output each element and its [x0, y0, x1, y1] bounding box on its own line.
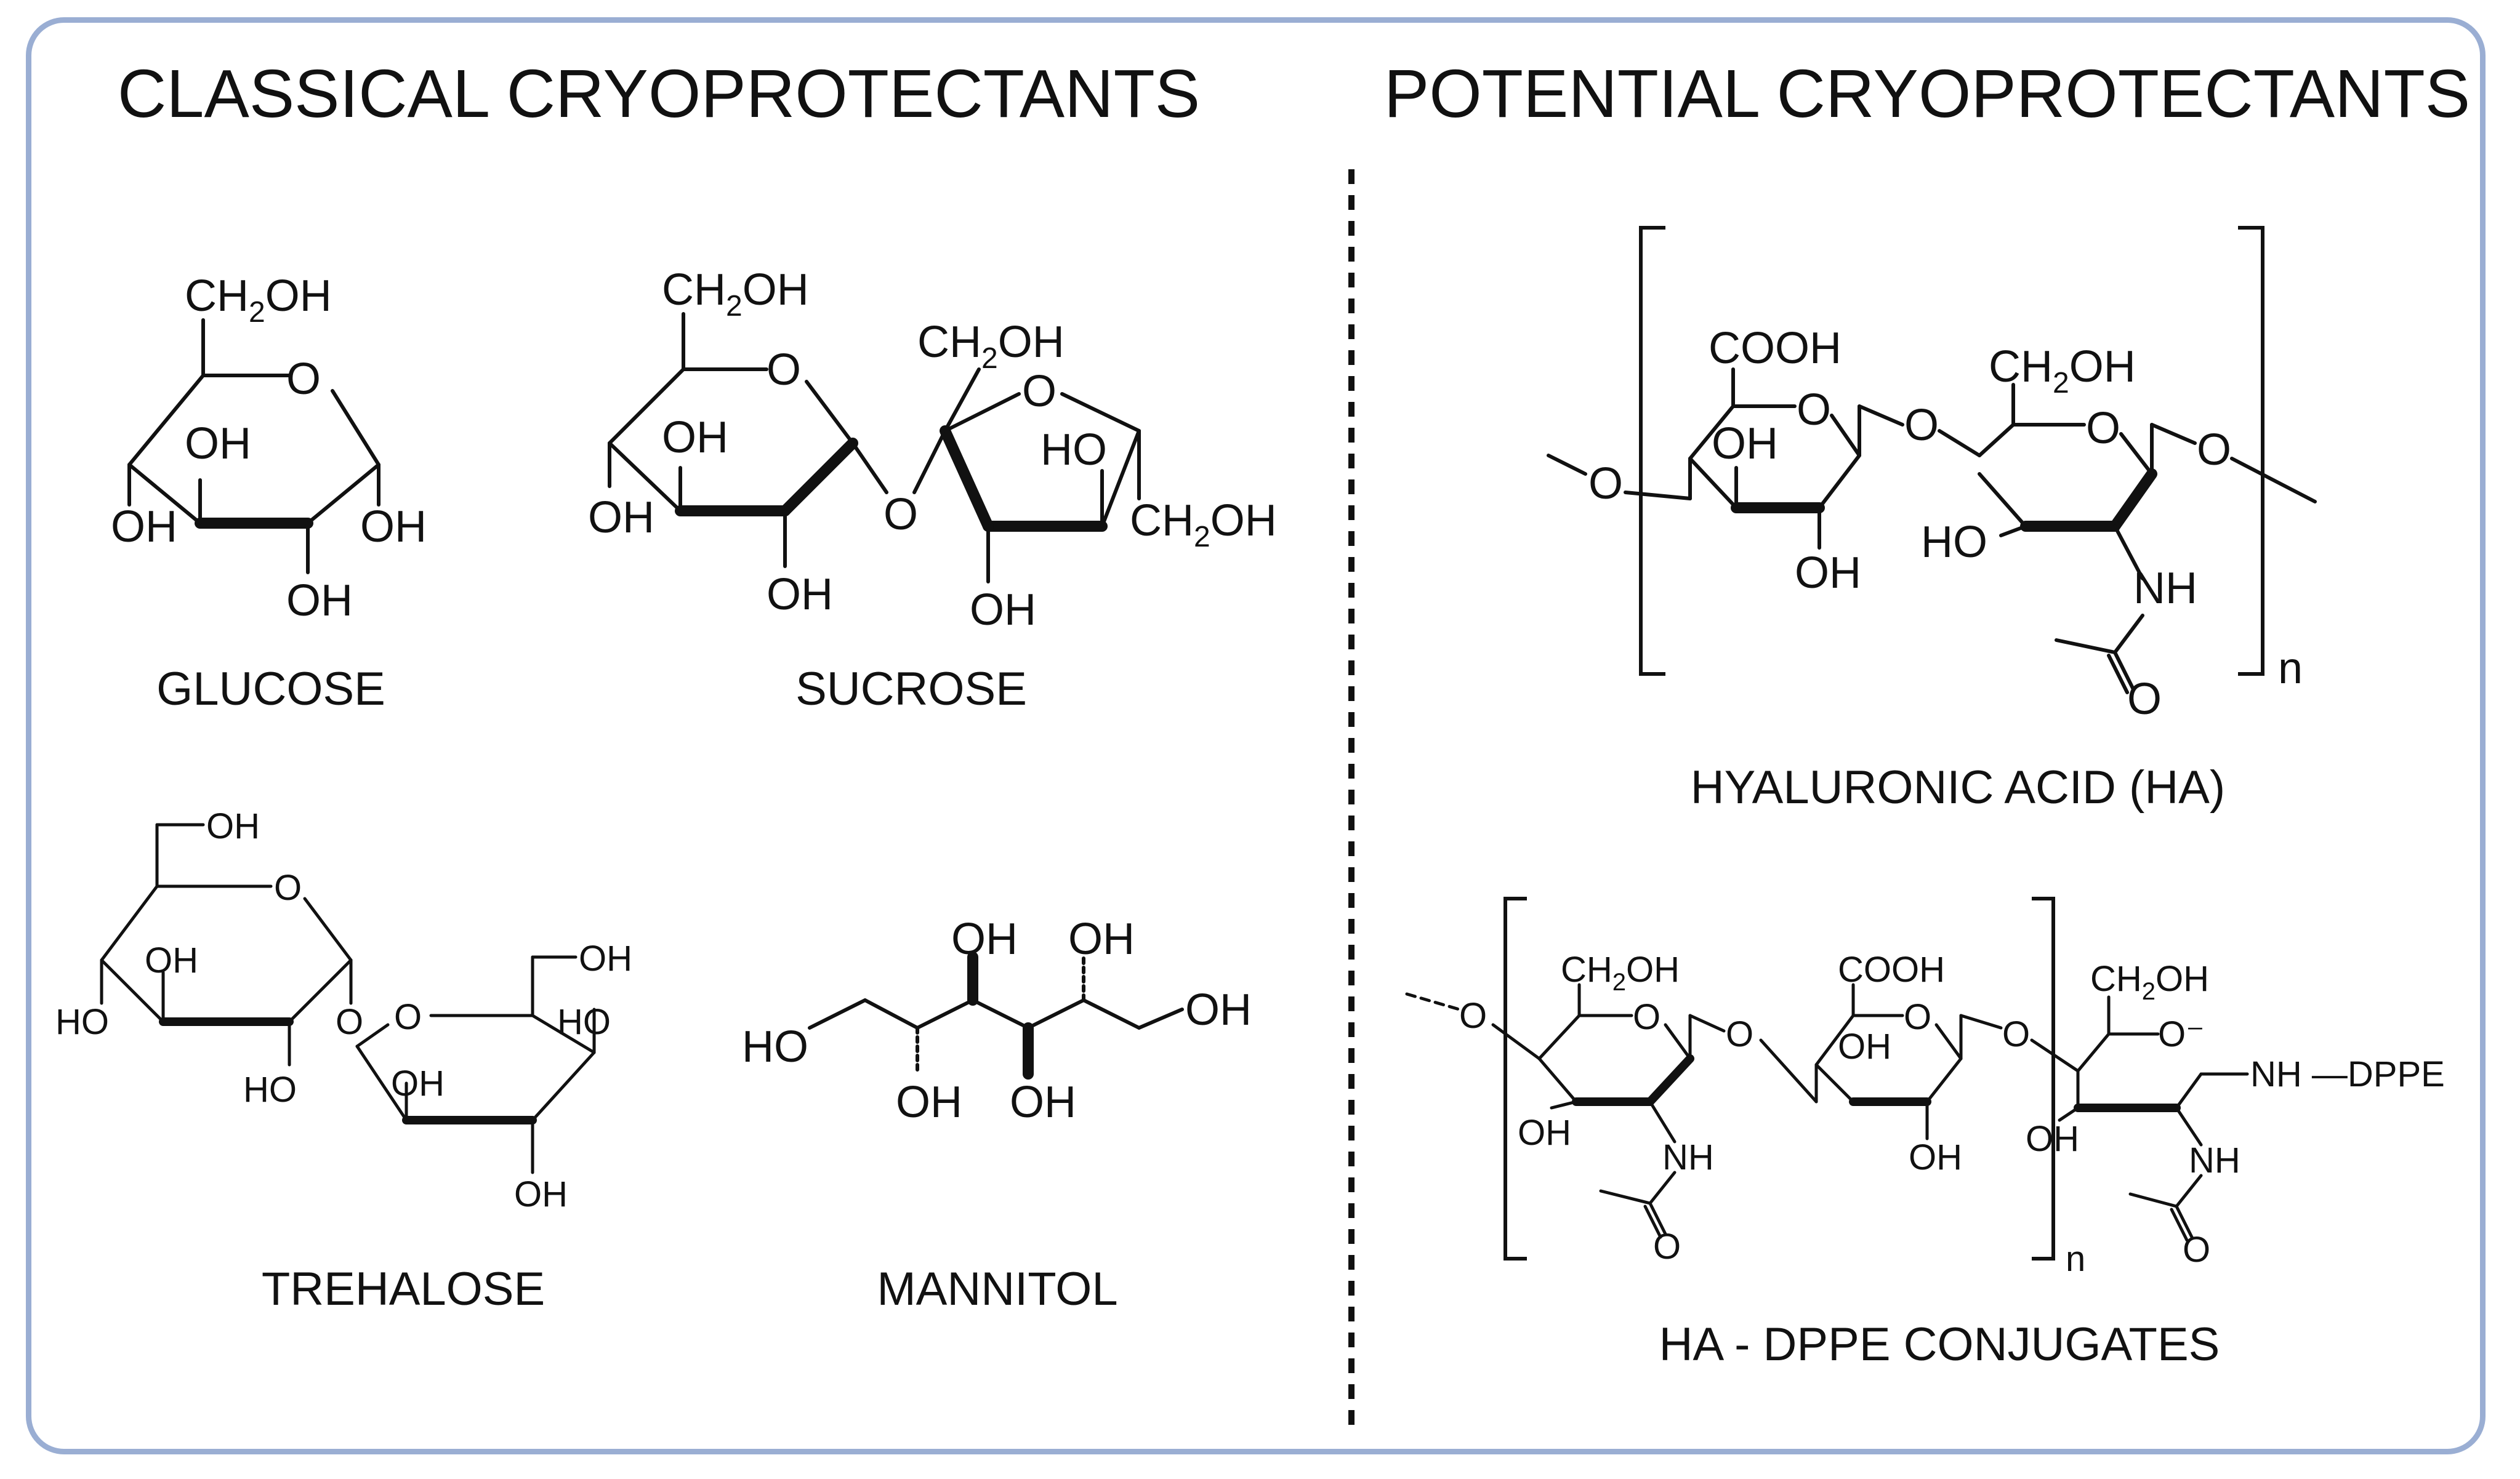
- mannitol-oh-3: OH: [1185, 985, 1252, 1035]
- ha-bracket-right: [2238, 226, 2264, 676]
- caption-sucrose: SUCROSE: [795, 663, 1027, 715]
- hadppe-ch2oh-2: CH2OH: [2090, 959, 2209, 1005]
- trehalose-oh-2: OH: [145, 940, 198, 980]
- sucrose-oh-c: OH: [767, 570, 833, 619]
- glucose-oh-4: OH: [111, 502, 177, 551]
- mannitol-ho: HO: [742, 1022, 808, 1072]
- sucrose-ch2oh-2: CH2OH: [917, 318, 1065, 375]
- trehalose-ring-o-1: O: [274, 868, 302, 908]
- glucose-ring-o: O: [286, 355, 321, 404]
- hadppe-ring-o-1: O: [1633, 997, 1661, 1037]
- hadppe-o-left: O: [1459, 996, 1487, 1036]
- mannitol-structure: HO OH OH OH OH OH: [742, 915, 1252, 1127]
- hadppe-bridge-o-1: O: [1726, 1014, 1753, 1054]
- hadppe-bracket-right: [2032, 897, 2055, 1261]
- trehalose-ho-1: HO: [55, 1002, 109, 1042]
- ha-o-carbonyl: O: [2127, 675, 2162, 724]
- hadppe-nh-1: NH: [1662, 1137, 1714, 1177]
- trehalose-oh-3: OH: [579, 939, 632, 979]
- caption-ha-dppe: HA - DPPE CONJUGATES: [1659, 1318, 2220, 1371]
- mannitol-oh-1: OH: [951, 915, 1018, 964]
- hadppe-nh-2: NH: [2189, 1140, 2240, 1180]
- trehalose-ho-2: HO: [243, 1070, 297, 1110]
- ha-nh: NH: [2133, 564, 2197, 613]
- hadppe-nh-dppe: NH —DPPE: [2250, 1054, 2445, 1094]
- hadppe-ch2oh-1: CH2OH: [1561, 950, 1680, 996]
- mannitol-oh-5: OH: [1010, 1078, 1076, 1127]
- mannitol-oh-2: OH: [1068, 915, 1135, 964]
- hyaluronic-acid-structure: n O COOH O OH O: [1547, 226, 2317, 724]
- hadppe-ring-o-2: O: [1904, 997, 1931, 1037]
- caption-trehalose: TREHALOSE: [262, 1263, 545, 1315]
- ha-ring-o-2: O: [2086, 404, 2120, 453]
- trehalose-oh-5: OH: [514, 1174, 568, 1214]
- heading-classical: CLASSICAL CRYOPROTECTANTS: [118, 56, 1200, 132]
- sucrose-oh-a: OH: [662, 413, 728, 462]
- sucrose-ho: HO: [1041, 425, 1107, 475]
- sucrose-structure: CH2OH O OH OH OH O CH2OH O HO CH2OH OH: [588, 265, 1277, 635]
- sucrose-oh-d: OH: [970, 585, 1036, 635]
- caption-hyaluronic-acid: HYALURONIC ACID (HA): [1691, 761, 2225, 814]
- figure-frame: [26, 17, 2486, 1454]
- trehalose-oh-1: OH: [206, 806, 260, 846]
- glucose-structure: CH2OH O OH OH OH OH: [111, 271, 427, 625]
- ha-dppe-structure: n: [1405, 897, 2445, 1279]
- ha-ho: HO: [1921, 518, 1987, 567]
- mannitol-oh-4: OH: [896, 1078, 962, 1127]
- hadppe-oh-3: OH: [1909, 1137, 1962, 1177]
- hadppe-o-carbonyl-1: O: [1653, 1227, 1681, 1267]
- glucose-oh-1: OH: [360, 502, 427, 551]
- hadppe-cooh: COOH: [1838, 950, 1945, 990]
- ha-oh-1: OH: [1712, 419, 1778, 468]
- heading-potential: POTENTIAL CRYOPROTECTANTS: [1384, 56, 2470, 132]
- ha-ch2oh: CH2OH: [1989, 342, 2136, 399]
- trehalose-oh-4: OH: [391, 1064, 445, 1104]
- ha-o-right: O: [2197, 425, 2231, 475]
- sucrose-ch2oh-1: CH2OH: [662, 265, 809, 323]
- hadppe-oh-4: OH: [2026, 1119, 2079, 1159]
- glucose-oh-2: OH: [286, 576, 353, 625]
- glucose-ch2oh: CH2OH: [185, 271, 332, 329]
- sucrose-ch2oh-3: CH2OH: [1130, 496, 1277, 553]
- ha-ring-o-1: O: [1797, 385, 1831, 435]
- sucrose-ring-o-2: O: [1022, 367, 1057, 416]
- hadppe-repeat-n: n: [2066, 1239, 2085, 1279]
- hadppe-o-minus: O⁻: [2158, 1014, 2205, 1054]
- hadppe-oh-1: OH: [1518, 1113, 1571, 1153]
- ha-bracket-left: [1639, 226, 1665, 676]
- hadppe-bracket-left: [1504, 897, 1527, 1261]
- hadppe-bridge-o-2: O: [2002, 1014, 2030, 1054]
- sucrose-ring-o-1: O: [767, 345, 801, 395]
- hadppe-o-carbonyl-2: O: [2183, 1230, 2210, 1270]
- ha-bridge-o: O: [1904, 401, 1939, 450]
- hadppe-oh-2: OH: [1838, 1027, 1891, 1067]
- ha-repeat-n: n: [2278, 644, 2303, 693]
- ha-o-left: O: [1588, 459, 1623, 508]
- caption-mannitol: MANNITOL: [877, 1263, 1117, 1315]
- ha-oh-2: OH: [1795, 548, 1861, 598]
- sucrose-bridge-o: O: [884, 490, 918, 539]
- sucrose-oh-b: OH: [588, 493, 654, 542]
- ha-cooh: COOH: [1709, 324, 1842, 373]
- trehalose-bridge-o: O: [336, 1002, 363, 1042]
- trehalose-ring-o-2: O: [394, 997, 422, 1037]
- glucose-oh-3: OH: [185, 419, 251, 468]
- trehalose-structure: OH O OH HO HO O O OH HO OH OH: [55, 806, 632, 1214]
- caption-glucose: GLUCOSE: [156, 663, 385, 715]
- trehalose-ho-3: HO: [557, 1002, 611, 1042]
